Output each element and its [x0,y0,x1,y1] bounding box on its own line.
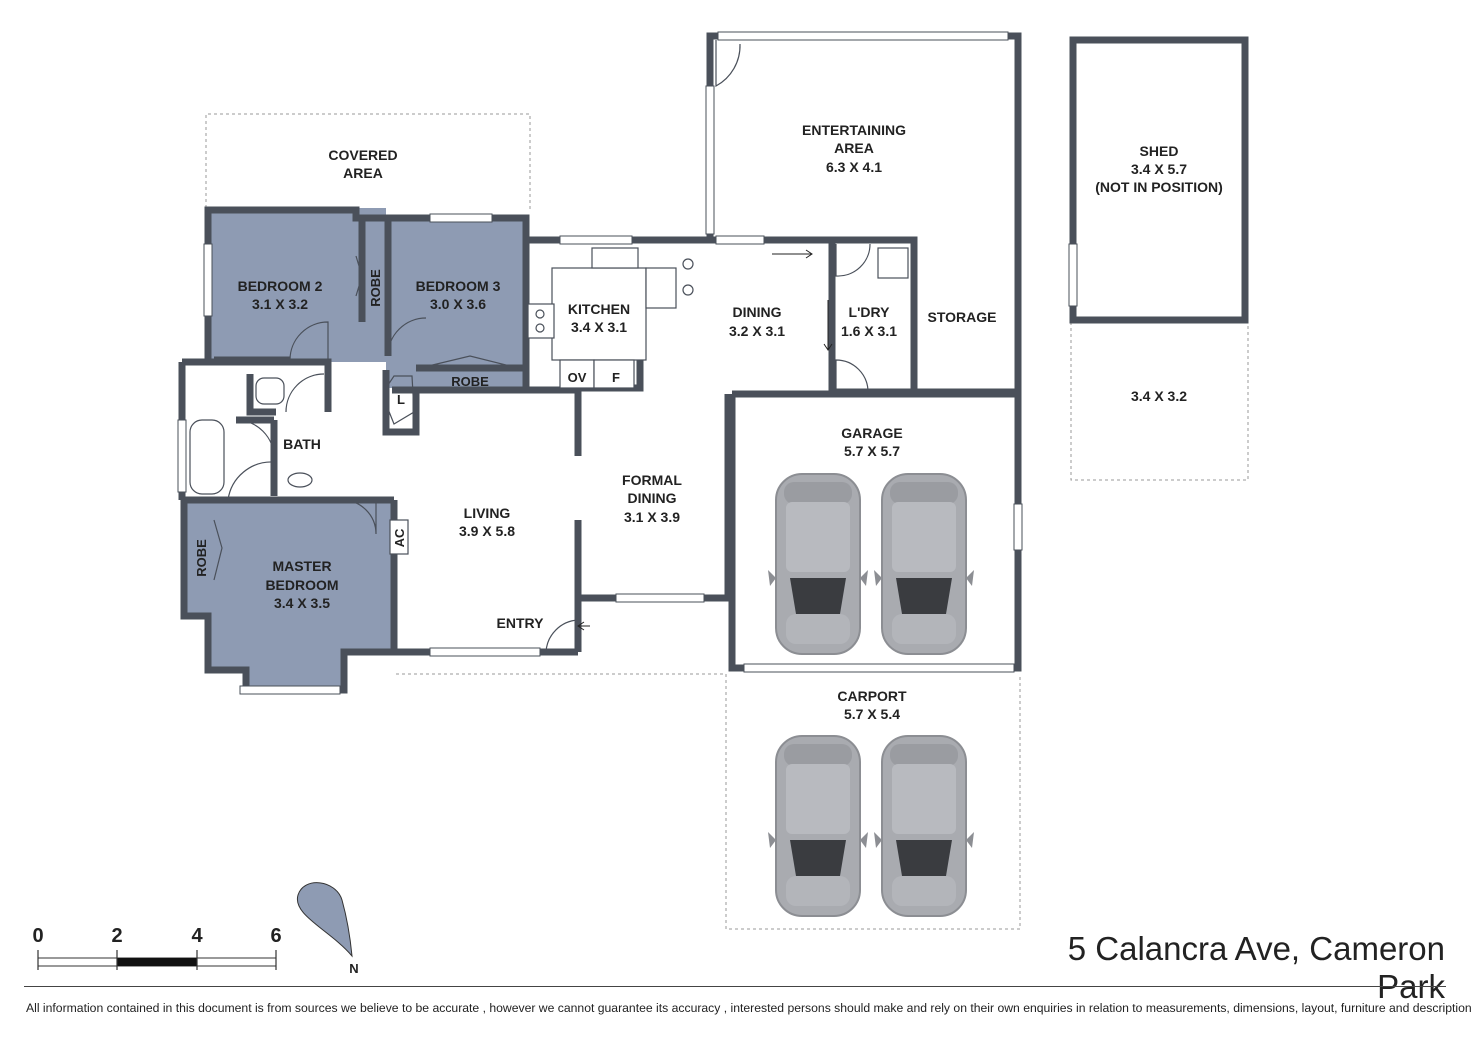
robe-bedroom3-label: ROBE [451,374,489,389]
dashed-outlines [205,113,1249,930]
oven-label: OV [568,370,587,385]
garage-car-left [767,473,869,655]
bedroom2-size: 3.1 X 3.2 [252,296,308,312]
fixtures [189,247,909,555]
ac-label: AC [392,528,407,547]
scale-tick-2: 2 [111,925,122,947]
entertaining-size: 6.3 X 4.1 [826,159,882,175]
scale-tick-6: 6 [270,925,281,947]
shed-note: (NOT IN POSITION) [1095,179,1223,195]
laundry-size: 1.6 X 3.1 [841,323,897,339]
robe-master-label: ROBE [194,539,209,577]
robe-top-label: ROBE [368,269,383,307]
shed-size: 3.4 X 5.7 [1131,161,1187,177]
door-swings [213,40,871,653]
garage-car-right [873,473,975,655]
footer-divider [24,986,1446,987]
kitchen-size: 3.4 X 3.1 [571,319,627,335]
covered-area-label-1: COVERED [328,147,397,163]
windows [177,31,1078,695]
bedroom3-name: BEDROOM 3 [416,278,501,294]
carport-car-left [767,735,869,917]
entertaining-name-2: AREA [834,140,874,156]
master-name-2: BEDROOM [265,577,338,593]
master-name-1: MASTER [272,558,331,574]
covered-area-label-2: AREA [343,165,383,181]
north-compass: N [296,882,359,976]
property-address: 5 Calancra Ave, Cameron Park [1067,930,1445,1005]
formal-dining-name-2: DINING [628,490,677,506]
entertaining-name-1: ENTERTAINING [802,122,906,138]
dining-size: 3.2 X 3.1 [729,323,785,339]
room-labels: COVERED AREA BEDROOM 2 3.1 X 3.2 BEDROOM… [194,122,1223,722]
master-size: 3.4 X 3.5 [274,595,330,611]
linen-label: L [397,392,405,407]
garage-size: 5.7 X 5.7 [844,443,900,459]
bath-label: BATH [283,436,321,452]
bedroom2-name: BEDROOM 2 [238,278,323,294]
fridge-label: F [612,370,620,385]
compass-label: N [349,961,358,976]
carport-car-right [873,735,975,917]
scale-tick-4: 4 [191,925,203,947]
living-size: 3.9 X 5.8 [459,523,515,539]
storage-label: STORAGE [928,309,997,325]
living-name: LIVING [464,505,511,521]
garage-name: GARAGE [841,425,902,441]
scale-bar: 0 2 4 6 [32,925,282,970]
carport-name: CARPORT [837,688,907,704]
arrows [577,249,833,631]
disclaimer-text: All information contained in this docume… [26,1001,1472,1015]
scale-tick-0: 0 [32,925,43,947]
carport-size: 5.7 X 5.4 [844,706,900,722]
bedroom-fills [182,208,526,690]
dining-name: DINING [733,304,782,320]
walls [178,32,1249,694]
formal-dining-name-1: FORMAL [622,472,682,488]
bedroom3-size: 3.0 X 3.6 [430,296,486,312]
entry-label: ENTRY [497,615,545,631]
kitchen-name: KITCHEN [568,301,630,317]
shed-name: SHED [1140,143,1179,159]
formal-dining-size: 3.1 X 3.9 [624,509,680,525]
shed-slab-size: 3.4 X 3.2 [1131,388,1187,404]
compass-icon [296,882,353,958]
laundry-name: L'DRY [849,304,891,320]
